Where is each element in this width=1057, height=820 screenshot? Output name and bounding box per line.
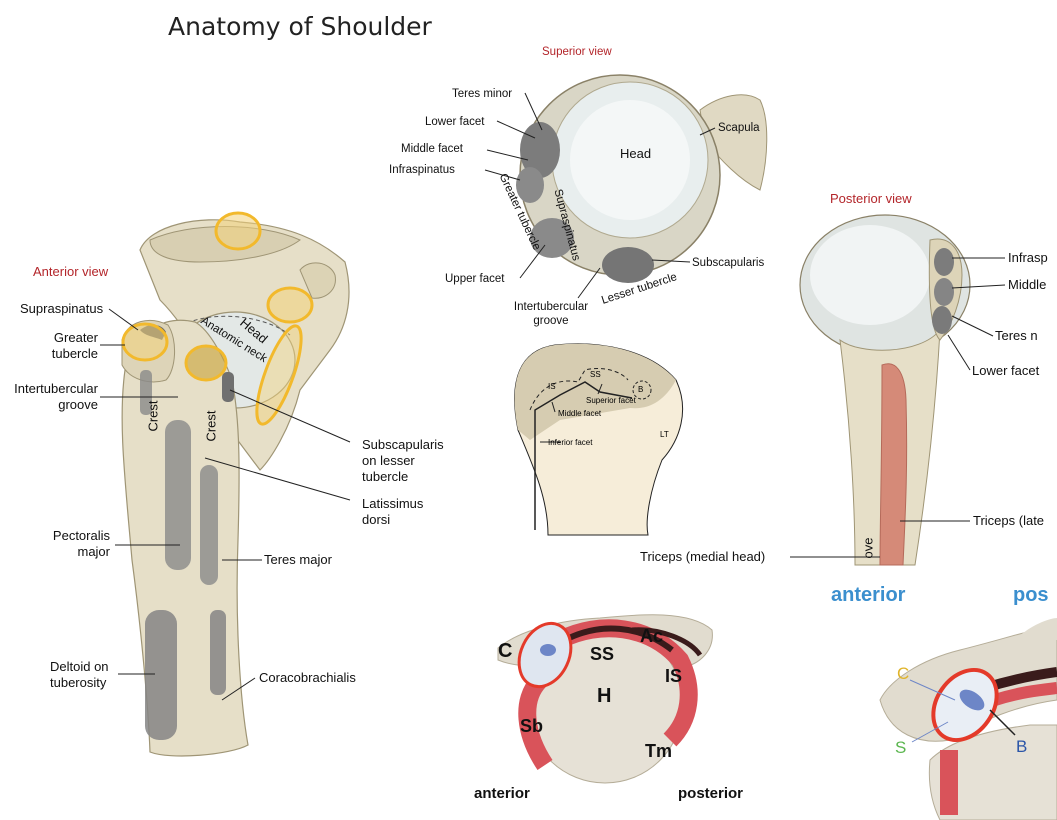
- label-middle-facet: Middle facet: [401, 143, 464, 155]
- label-middle-post: Middle: [1008, 277, 1047, 292]
- label-ss-facet: SS: [590, 370, 601, 379]
- page-title: Anatomy of Shoulder: [168, 12, 432, 41]
- label-upper-facet: Upper facet: [445, 273, 505, 285]
- label-latissimus-dorsi: Latissimus dorsi: [362, 496, 424, 527]
- label-head-sup: Head: [620, 146, 652, 161]
- label-anterior-zoom: anterior: [831, 584, 906, 606]
- posterior-humerus-illustration: [790, 214, 1006, 566]
- label-inferior-facet: Inferior facet: [548, 438, 593, 447]
- label-subscapularis: Subscapularis on lesser tubercle: [362, 437, 444, 484]
- facet-schematic: [514, 343, 684, 536]
- label-c-zoom: C: [897, 664, 910, 683]
- label-supraspinatus: Supraspinatus: [20, 301, 104, 316]
- superior-view-heading: Superior view: [542, 46, 612, 58]
- label-h-cross: H: [597, 685, 612, 707]
- label-teres-post: Teres n: [995, 328, 1038, 343]
- label-lt: LT: [660, 430, 669, 439]
- label-scapula: Scapula: [718, 122, 760, 134]
- label-is-facet: IS: [548, 382, 556, 391]
- label-lower-facet-post: Lower facet: [972, 363, 1040, 378]
- label-b-facet: B: [638, 385, 644, 394]
- label-lower-facet: Lower facet: [425, 116, 485, 128]
- label-pectoralis-major: Pectoralis major: [52, 528, 110, 559]
- label-intertubercular-groove-sup: Intertubercular groove: [513, 301, 589, 327]
- label-deltoid: Deltoid on tuberosity: [50, 659, 109, 690]
- label-infraspinatus-post: Infrasp: [1008, 250, 1048, 265]
- label-ac-cross: Ac: [640, 626, 664, 646]
- label-triceps-lateral: Triceps (late: [973, 513, 1045, 528]
- label-coracobrachialis: Coracobrachialis: [259, 670, 356, 685]
- label-teres-major: Teres major: [264, 552, 332, 567]
- posterior-view-heading: Posterior view: [830, 191, 912, 206]
- label-triceps-medial: Triceps (medial head): [640, 549, 766, 564]
- anterior-view-heading: Anterior view: [33, 264, 109, 279]
- label-teres-minor: Teres minor: [452, 88, 513, 100]
- label-ss-cross: SS: [590, 644, 615, 664]
- superior-humerus-illustration: [378, 42, 780, 340]
- label-subscapularis-sup: Subscapularis: [692, 257, 765, 269]
- label-greater-tubercle: Greater tubercle: [51, 330, 98, 361]
- label-c-cross: C: [498, 640, 513, 662]
- label-anterior-cross: anterior: [474, 785, 530, 802]
- label-superior-facet: Superior facet: [586, 396, 636, 405]
- label-middle-facet-diagram: Middle facet: [558, 409, 602, 418]
- label-b-zoom: B: [1016, 737, 1028, 756]
- label-sb-cross: Sb: [520, 716, 544, 736]
- anterior-humerus-illustration: [100, 211, 351, 757]
- label-infraspinatus: Infraspinatus: [389, 164, 455, 176]
- label-posterior-zoom: pos: [1013, 584, 1049, 606]
- label-intertubercular-groove: Intertubercular groove: [14, 381, 98, 412]
- label-tm-cross: Tm: [645, 741, 672, 761]
- label-s-zoom: S: [895, 738, 907, 757]
- label-posterior-cross: posterior: [678, 785, 744, 802]
- label-is-cross: IS: [665, 666, 683, 686]
